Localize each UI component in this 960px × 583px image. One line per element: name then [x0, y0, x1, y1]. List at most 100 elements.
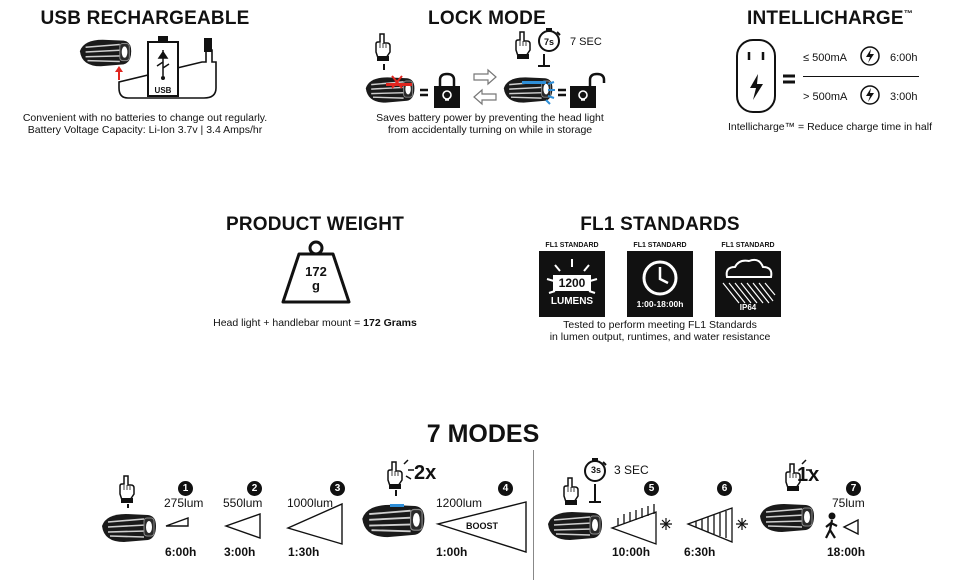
mode-runtime: 1:30h — [288, 545, 320, 559]
mode-number-badge: 5 — [644, 481, 659, 496]
headlight-icon — [79, 38, 132, 68]
intellicharge-illustration — [736, 39, 795, 113]
beam-flash-icon — [686, 507, 733, 543]
mode-lumens: 275lum — [164, 496, 204, 510]
flash-icon — [736, 518, 748, 530]
lock-illustration — [365, 27, 606, 108]
intellicharge-divider — [803, 76, 919, 77]
lock-caption-line2: from accidentally turning on while in st… — [387, 124, 593, 136]
sunburst-icon — [546, 259, 598, 294]
weight-caption-value: 172 Grams — [363, 317, 417, 329]
intellicharge-row2-condition: > 500mA — [803, 91, 848, 103]
usb-battery-label: USB — [154, 86, 172, 95]
headlight-icon — [547, 511, 603, 541]
modes-right-illustration — [547, 457, 859, 545]
usb-cable-icon — [118, 49, 217, 99]
mode-number-badge: 3 — [330, 481, 345, 496]
fl1-water-badge: IP64 — [715, 251, 781, 317]
modes-title: 7 MODES — [426, 420, 540, 448]
mode-runtime: 18:00h — [827, 545, 866, 559]
light-rays-icon — [545, 81, 555, 105]
press-hand-icon — [387, 461, 403, 490]
clock-icon — [642, 260, 678, 296]
press-hand-icon — [375, 33, 391, 62]
weight-caption-prefix: Head light + handlebar mount = — [213, 317, 364, 329]
tap-burst-icon — [403, 459, 414, 480]
beam-mode-3-icon — [285, 502, 343, 545]
usb-illustration — [79, 36, 217, 99]
fl1-runtime-badge: 1:00-18:00h — [627, 251, 693, 317]
bolt-circle-icon — [860, 46, 880, 66]
fl1-runtime-sub: 1:00-18:00h — [636, 299, 684, 309]
fl1-lumens-sub: LUMENS — [550, 296, 594, 307]
mode-runtime: 6:30h — [684, 545, 716, 559]
bolt-circle-icon — [860, 85, 880, 105]
beam-mode-7-icon — [842, 518, 859, 536]
lock-caption-line1: Saves battery power by preventing the he… — [376, 112, 604, 124]
flash-icon — [660, 518, 672, 530]
mode-number-badge: 2 — [247, 481, 262, 496]
intellicharge-caption: Intellicharge™ = Reduce charge time in h… — [728, 121, 932, 133]
fl1-badge-label: FL1 STANDARD — [545, 242, 599, 249]
fl1-lumens-value: 1200 — [558, 276, 586, 290]
weight-caption: Head light + handlebar mount = 172 Grams — [170, 317, 460, 329]
mode-lumens: 1200lum — [436, 496, 483, 510]
fl1-water-sub: IP64 — [739, 303, 757, 312]
usb-caption-line2: Battery Voltage Capacity: Li-Ion 3.7v | … — [27, 124, 263, 136]
mode-lumens: 75lum — [832, 496, 865, 510]
press-count-1x: 1x — [797, 464, 820, 486]
swap-arrows-icon — [473, 68, 497, 106]
charge-arrow-icon — [115, 66, 123, 80]
press-count-2x: 2x — [414, 462, 437, 484]
press-hand-icon — [119, 475, 135, 504]
fl1-lumens-badge: 1200 LUMENS — [539, 251, 605, 317]
weight-unit: g — [312, 278, 320, 293]
battery-icon — [147, 36, 179, 97]
press-hand-icon — [563, 477, 579, 506]
modes-timer-value: 3s — [590, 465, 601, 475]
intellicharge-title: INTELLICHARGE™ — [730, 8, 930, 30]
intellicharge-title-text: INTELLICHARGE — [747, 8, 904, 29]
weight-icon — [281, 240, 351, 304]
tap-burst-icon — [801, 459, 812, 471]
mode-number-badge: 1 — [178, 481, 193, 496]
lock-open-icon — [570, 72, 606, 108]
fl1-badge-label: FL1 STANDARD — [721, 242, 775, 249]
trademark-symbol: ™ — [903, 8, 913, 19]
beam-mode-2-icon — [223, 513, 261, 539]
lock-timer-value: 7s — [543, 37, 554, 47]
fl1-caption-line2: in lumen output, runtimes, and water res… — [549, 331, 771, 343]
intellicharge-row1-condition: ≤ 500mA — [803, 52, 847, 64]
headlight-icon — [759, 503, 815, 533]
fl1-caption-line1: Tested to perform meeting FL1 Standards — [563, 319, 757, 331]
mode-runtime: 10:00h — [612, 545, 651, 559]
mode-runtime: 1:00h — [436, 545, 468, 559]
usb-title: USB RECHARGEABLE — [40, 8, 250, 29]
mode-number-badge: 7 — [846, 481, 861, 496]
wall-plug-icon — [736, 39, 776, 113]
headlight-icon — [361, 503, 426, 539]
fl1-badge-label: FL1 STANDARD — [633, 242, 687, 249]
beam-pulse-icon — [610, 504, 657, 545]
mode-runtime: 3:00h — [224, 545, 256, 559]
fl1-title: FL1 STANDARDS — [580, 214, 740, 235]
intellicharge-row1-time: 6:00h — [890, 52, 918, 64]
mode-runtime: 6:00h — [165, 545, 197, 559]
headlight-icon — [365, 76, 416, 104]
mode-lumens: 1000lum — [287, 496, 334, 510]
walking-person-icon — [825, 512, 838, 539]
modes-timer-text: 3 SEC — [614, 463, 649, 477]
mode-number-badge: 4 — [498, 481, 513, 496]
mode-number-badge: 6 — [717, 481, 732, 496]
weight-value: 172 — [305, 264, 327, 279]
lock-title: LOCK MODE — [428, 8, 546, 29]
headlight-icon — [101, 513, 157, 543]
intellicharge-row2-time: 3:00h — [890, 91, 918, 103]
lock-closed-icon — [434, 72, 460, 108]
rain-cloud-icon — [722, 258, 776, 304]
press-hand-icon — [515, 31, 531, 60]
modes-divider — [533, 450, 534, 580]
weight-title: PRODUCT WEIGHT — [225, 214, 404, 235]
lock-timer-text: 7 SEC — [570, 36, 602, 48]
beam-boost-icon — [435, 501, 527, 553]
